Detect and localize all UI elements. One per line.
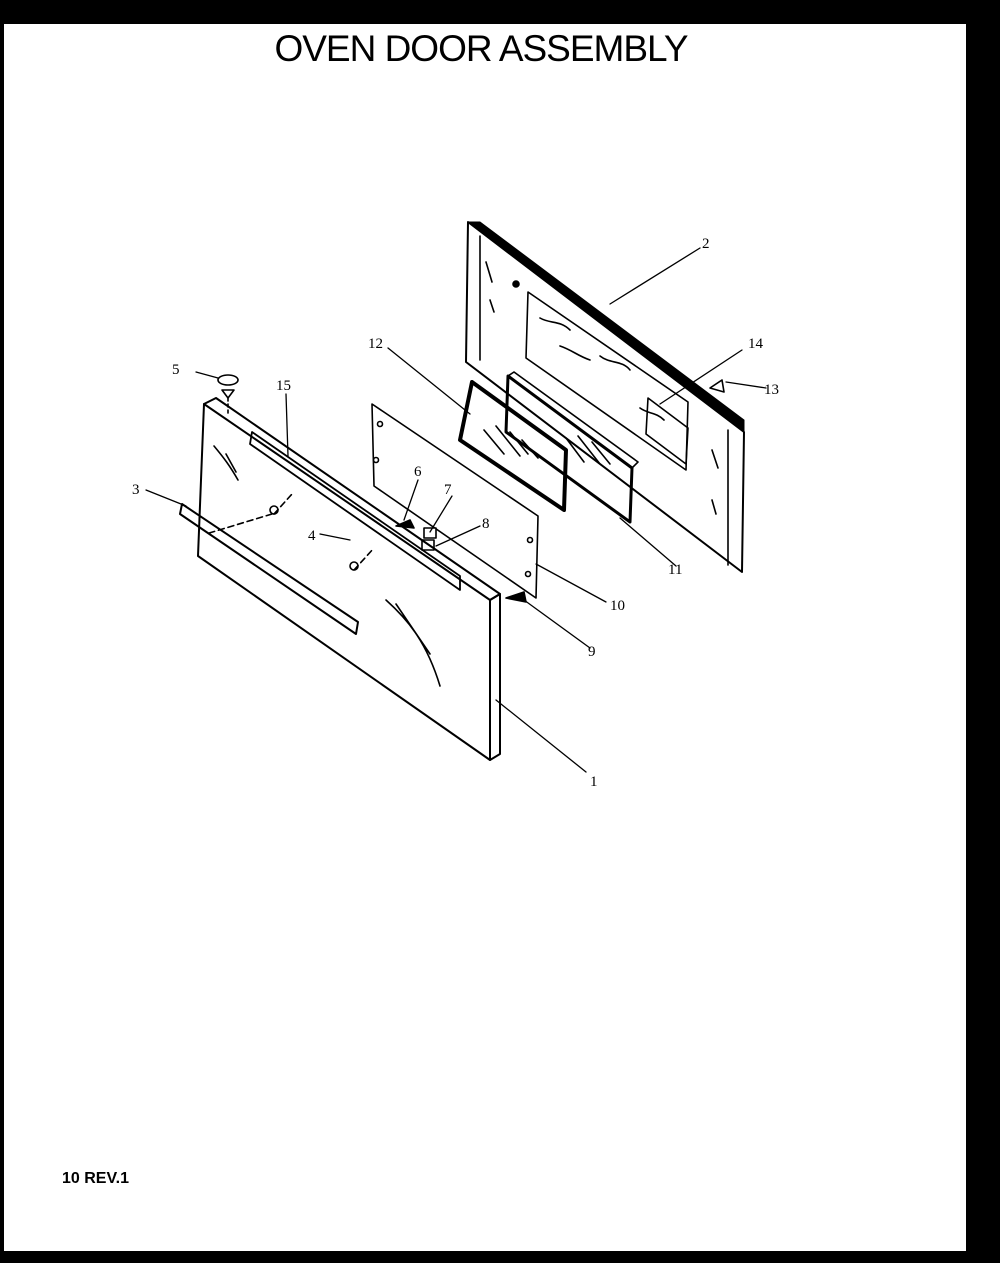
callout-leader-lines — [145, 247, 767, 773]
part-handle-spacers-4 — [205, 493, 375, 571]
part-hinge-hardware — [395, 519, 527, 603]
revision-label: 10 REV.1 — [62, 1170, 130, 1187]
callout-10: 10 — [610, 598, 625, 614]
callout-13: 13 — [764, 382, 779, 398]
callout-8: 8 — [482, 516, 490, 532]
part-inner-door-panel — [465, 221, 745, 573]
part-door-liner-10 — [371, 403, 539, 599]
callout-7: 7 — [444, 482, 452, 498]
part-screw-5 — [217, 374, 239, 415]
callout-2: 2 — [702, 236, 710, 252]
callout-11: 11 — [668, 562, 682, 578]
callout-14: 14 — [748, 336, 764, 352]
part-top-trim-15 — [249, 431, 461, 591]
callout-15: 15 — [276, 378, 291, 394]
part-inner-glass-11 — [504, 371, 639, 524]
callout-3: 3 — [132, 482, 140, 498]
part-window-glass-12 — [458, 380, 568, 512]
part-outer-door-panel-1 — [197, 397, 501, 761]
callout-9: 9 — [588, 644, 596, 660]
callout-5: 5 — [172, 362, 180, 378]
page-title: OVEN DOOR ASSEMBLY — [274, 28, 688, 69]
part-screw-13 — [709, 379, 725, 393]
callout-12: 12 — [368, 336, 383, 352]
callout-6: 6 — [414, 464, 422, 480]
part-door-handle-3 — [179, 503, 359, 635]
callout-labels: 2 14 13 12 5 15 3 4 6 7 8 10 9 11 1 — [132, 236, 779, 790]
callout-1: 1 — [590, 774, 598, 790]
callout-4: 4 — [308, 528, 316, 544]
